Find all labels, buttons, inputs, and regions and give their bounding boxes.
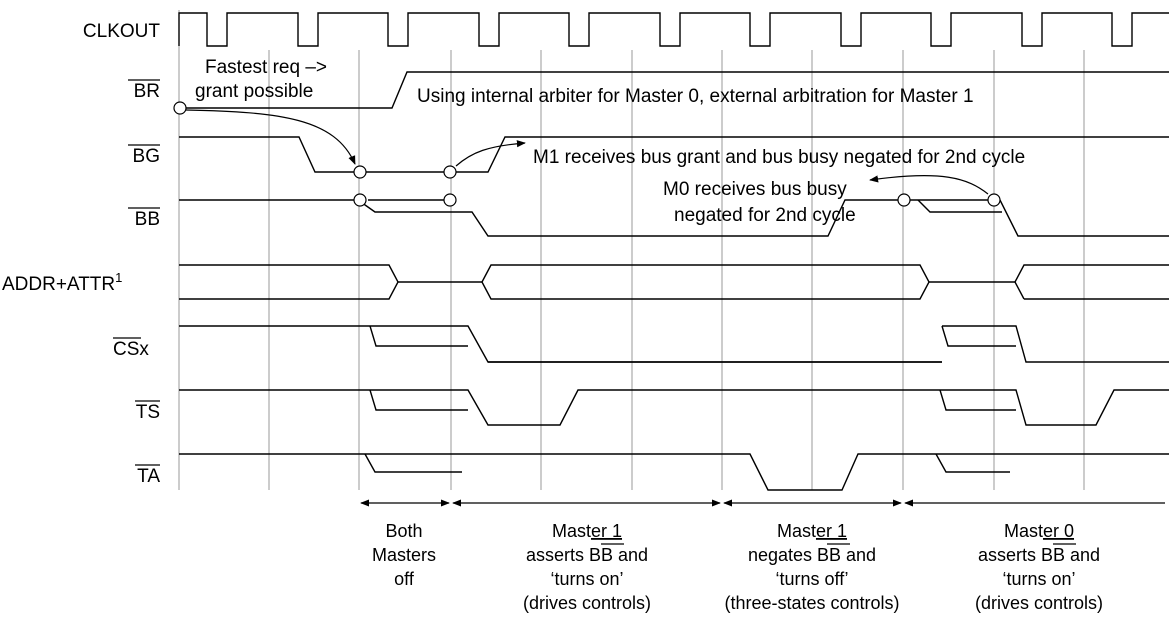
signal-label-addr-footnote: 1	[115, 270, 122, 285]
note-m0-line1: M0 receives bus busy	[663, 179, 847, 200]
node-bg-2	[443, 165, 457, 179]
svg-text:Master 1: Master 1	[552, 521, 622, 541]
arrow-br-to-bg	[185, 109, 356, 165]
waveform-bb	[179, 199, 1169, 237]
svg-text:(drives controls): (drives controls)	[523, 593, 651, 613]
waveform-csx	[179, 325, 1169, 363]
waveform-addr-attr	[179, 264, 1169, 300]
phase-master0-asserts: Master 0 asserts BB and ‘turns on’ (driv…	[975, 521, 1103, 613]
signal-label-cs-main: CS	[113, 339, 139, 360]
svg-text:negates BB and: negates BB and	[748, 545, 876, 565]
signal-label-ts: TS	[136, 402, 160, 423]
note-fastest-line2: grant possible	[195, 81, 313, 102]
svg-text:off: off	[394, 569, 415, 589]
node-br-request	[173, 101, 187, 115]
waveform-bg	[179, 136, 1169, 173]
svg-text:‘turns on’: ‘turns on’	[1002, 569, 1075, 589]
clock-gridlines	[178, 10, 1085, 490]
node-bb-3	[897, 193, 911, 207]
svg-text:asserts BB and: asserts BB and	[978, 545, 1100, 565]
svg-text:(three-states controls): (three-states controls)	[724, 593, 899, 613]
waveform-br	[179, 71, 1169, 109]
svg-text:(drives controls): (drives controls)	[975, 593, 1103, 613]
signal-label-cs-suffix: x	[139, 339, 149, 360]
signal-label-bg: BG	[133, 146, 160, 167]
waveform-ts	[179, 389, 1169, 426]
node-bb-4	[987, 193, 1001, 207]
svg-text:‘turns off’: ‘turns off’	[775, 569, 848, 589]
signal-label-addr-main: ADDR+ATTR	[2, 274, 115, 295]
signal-label-br: BR	[134, 81, 160, 102]
svg-text:asserts BB and: asserts BB and	[526, 545, 648, 565]
phase-master1-negates: Master 1 negates BB and ‘turns off’ (thr…	[724, 521, 899, 613]
signal-label-cs: CSx	[113, 339, 149, 360]
waveform-clkout	[178, 12, 1169, 47]
signal-label-bb: BB	[135, 209, 160, 230]
svg-text:Masters: Masters	[372, 545, 436, 565]
waveform-ta	[179, 453, 1169, 491]
note-arbiter: Using internal arbiter for Master 0, ext…	[417, 86, 974, 107]
note-fastest-line1: Fastest req –>	[205, 57, 327, 78]
note-m1-grant: M1 receives bus grant and bus busy negat…	[533, 147, 1025, 168]
signal-label-addr: ADDR+ATTR1	[2, 270, 122, 295]
phase-master1-asserts: Master 1 asserts BB and ‘turns on’ (driv…	[523, 521, 651, 613]
svg-text:‘turns on’: ‘turns on’	[550, 569, 623, 589]
arrow-bg-to-m1-note	[455, 140, 526, 167]
signal-label-clkout: CLKOUT	[83, 21, 160, 42]
signal-label-ta: TA	[137, 466, 160, 487]
svg-text:Both: Both	[385, 521, 422, 541]
arrow-bb-to-m0-note	[869, 175, 989, 195]
node-bb-1	[353, 193, 367, 207]
node-bb-2	[443, 193, 457, 207]
svg-text:Master 0: Master 0	[1004, 521, 1074, 541]
node-bg-1	[353, 165, 367, 179]
phase-both-masters-off: Both Masters off	[372, 521, 436, 589]
note-m0-line2: negated for 2nd cycle	[674, 205, 856, 226]
svg-text:Master 1: Master 1	[777, 521, 847, 541]
